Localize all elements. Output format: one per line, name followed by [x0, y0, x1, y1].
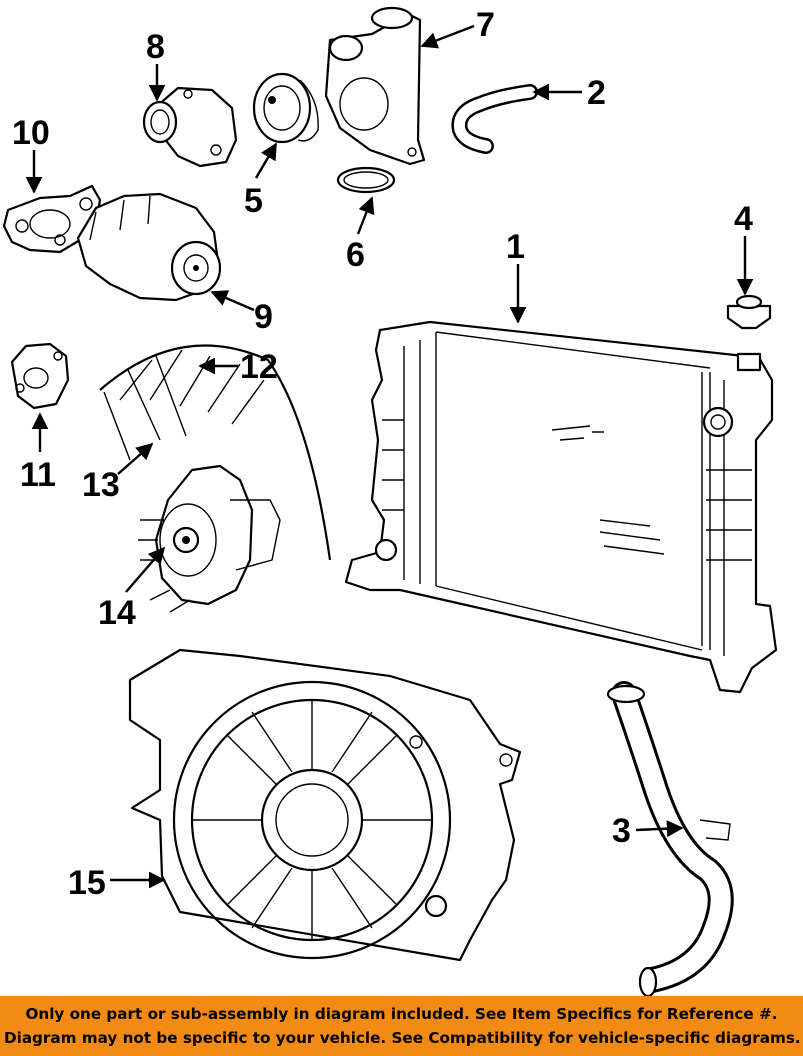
idler-bracket: [10, 342, 70, 410]
callout-14: 14: [98, 546, 166, 632]
callout-11: 11: [20, 412, 56, 494]
disclaimer-line-2: Diagram may not be specific to your vehi…: [4, 1029, 801, 1047]
fan-shroud: [99, 344, 332, 561]
thermostat-housing: [142, 86, 238, 168]
lower-hose: [606, 681, 734, 996]
parts-diagram: 1 2 3 4 5 6 7 8 9 10 11 12: [2, 6, 778, 996]
svg-text:11: 11: [20, 456, 56, 494]
callout-2: 2: [532, 74, 606, 112]
svg-text:1: 1: [506, 228, 525, 266]
svg-text:3: 3: [612, 812, 631, 850]
o-ring: [336, 166, 396, 194]
bypass-hose: [451, 84, 538, 154]
svg-text:7: 7: [476, 6, 495, 44]
callout-1: 1: [506, 228, 527, 324]
disclaimer-banner: Only one part or sub-assembly in diagram…: [0, 996, 803, 1056]
callout-3: 3: [612, 812, 684, 850]
callout-9: 9: [210, 290, 273, 336]
svg-text:13: 13: [82, 466, 120, 504]
svg-text:2: 2: [587, 74, 606, 112]
fan-shroud-assembly: [128, 648, 522, 962]
callout-15: 15: [68, 864, 166, 902]
callout-10: 10: [12, 114, 50, 194]
svg-text:6: 6: [346, 236, 365, 274]
svg-text:12: 12: [240, 348, 278, 386]
water-pump: [76, 192, 222, 302]
callout-6: 6: [346, 196, 375, 274]
callout-7: 7: [420, 6, 495, 49]
svg-text:15: 15: [68, 864, 106, 902]
callout-12: 12: [198, 348, 278, 386]
svg-text:9: 9: [254, 298, 273, 336]
callout-13: 13: [82, 442, 154, 504]
callout-4: 4: [734, 200, 754, 296]
svg-text:14: 14: [98, 594, 136, 632]
disclaimer-line-1: Only one part or sub-assembly in diagram…: [25, 1005, 778, 1023]
radiator-cap: [726, 294, 772, 330]
svg-text:4: 4: [734, 200, 753, 238]
callout-8: 8: [146, 28, 166, 102]
svg-text:5: 5: [244, 182, 263, 220]
clutch-fan: [138, 464, 281, 613]
callout-5: 5: [244, 142, 278, 220]
water-outlet: [324, 6, 426, 166]
svg-text:10: 10: [12, 114, 50, 152]
svg-text:8: 8: [146, 28, 165, 66]
radiator: [344, 320, 778, 694]
thermostat: [252, 72, 319, 144]
